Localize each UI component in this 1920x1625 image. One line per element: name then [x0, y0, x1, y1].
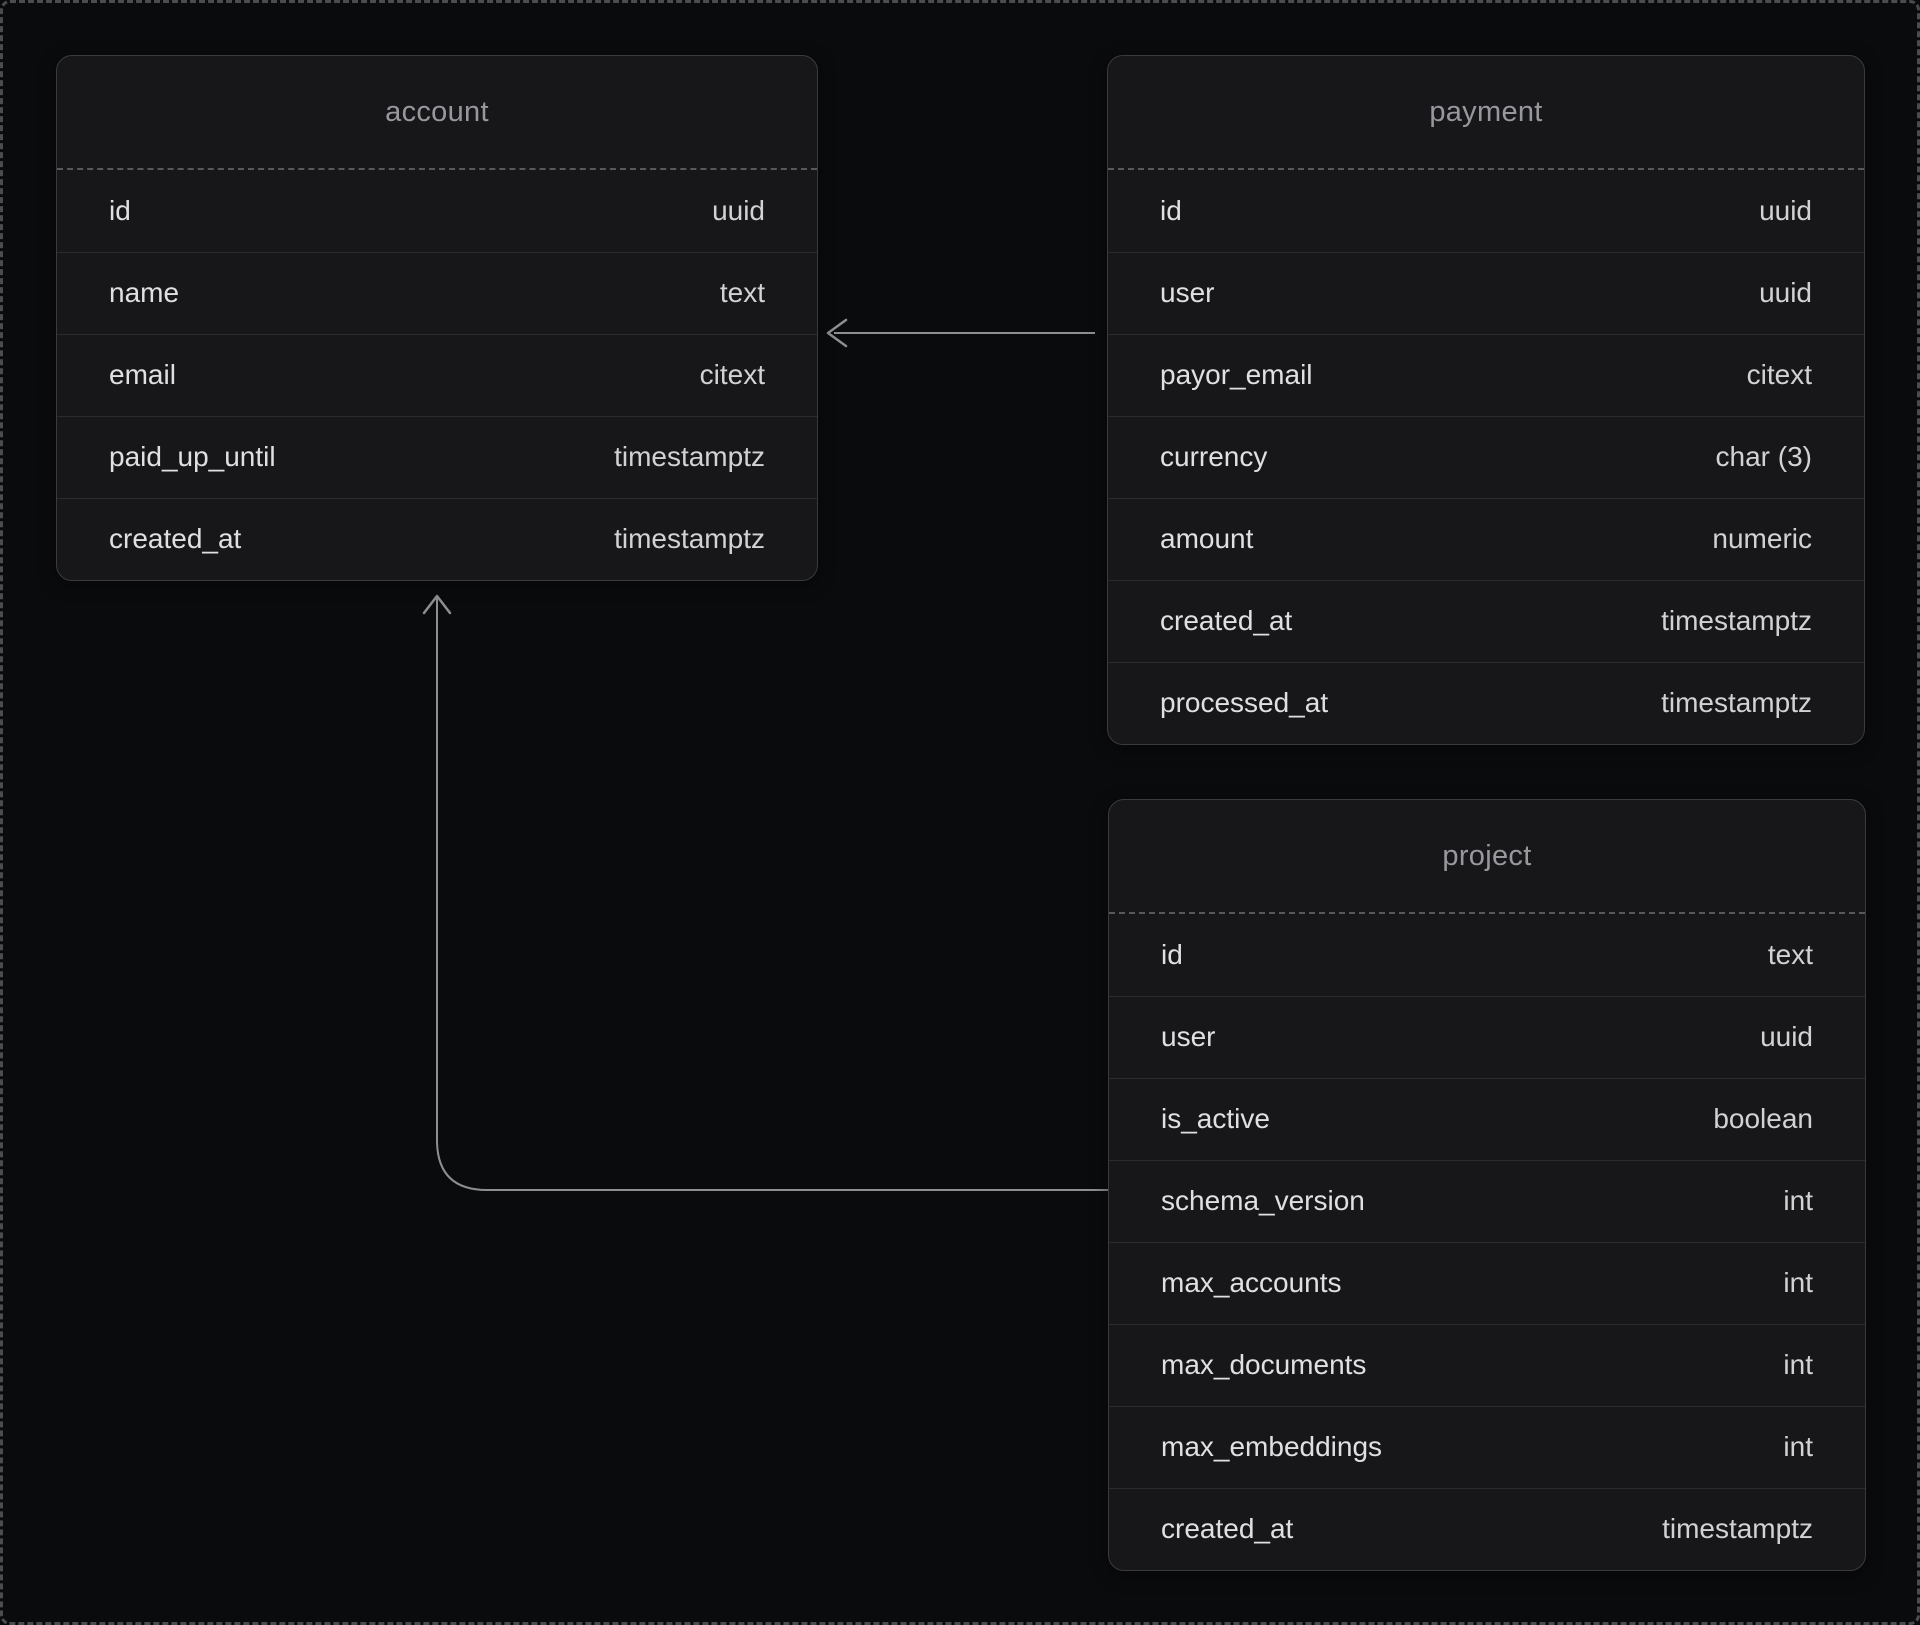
table-row: name text	[57, 252, 817, 334]
table-row: user uuid	[1108, 252, 1864, 334]
edge-payment-to-account[interactable]	[826, 318, 1095, 348]
table-row: created_at timestamptz	[1108, 580, 1864, 662]
table-row: max_accounts int	[1109, 1242, 1865, 1324]
table-project[interactable]: project id text user uuid is_active boolean sc…	[1108, 799, 1866, 1571]
column-type: char (3)	[1715, 441, 1812, 472]
table-header: project	[1109, 800, 1865, 914]
arrowhead-up-icon	[422, 594, 452, 615]
table-header: payment	[1108, 56, 1864, 170]
column-type: timestamptz	[1661, 605, 1812, 636]
table-header: account	[57, 56, 817, 170]
table-row: created_at timestamptz	[57, 498, 817, 580]
column-name: created_at	[1161, 1513, 1294, 1544]
column-type: text	[719, 277, 765, 308]
column-name: schema_version	[1161, 1185, 1365, 1216]
table-row: schema_version int	[1109, 1160, 1865, 1242]
column-type: uuid	[712, 195, 765, 226]
table-title: account	[385, 95, 489, 128]
column-name: id	[1161, 939, 1183, 970]
column-type: citext	[699, 359, 765, 390]
column-type: uuid	[1760, 1021, 1813, 1052]
column-name: max_embeddings	[1161, 1431, 1383, 1462]
table-account[interactable]: account id uuid name text email citext paid_up…	[56, 55, 818, 581]
table-row: id text	[1109, 914, 1865, 996]
column-type: text	[1767, 939, 1813, 970]
table-row: paid_up_until timestamptz	[57, 416, 817, 498]
column-type: timestamptz	[614, 523, 765, 554]
table-row: id uuid	[1108, 170, 1864, 252]
table-title: payment	[1429, 95, 1543, 128]
column-name: payor_email	[1160, 359, 1313, 390]
table-row: amount numeric	[1108, 498, 1864, 580]
column-name: id	[109, 195, 131, 226]
column-name: is_active	[1161, 1103, 1270, 1134]
table-row: payor_email citext	[1108, 334, 1864, 416]
table-payment[interactable]: payment id uuid user uuid payor_email citext c…	[1107, 55, 1865, 745]
arrowhead-left-icon	[826, 318, 848, 348]
column-name: processed_at	[1160, 687, 1329, 718]
table-row: currency char (3)	[1108, 416, 1864, 498]
column-name: paid_up_until	[109, 441, 276, 472]
column-type: int	[1783, 1267, 1813, 1298]
table-row: is_active boolean	[1109, 1078, 1865, 1160]
column-name: amount	[1160, 523, 1254, 554]
column-type: timestamptz	[614, 441, 765, 472]
column-type: int	[1783, 1349, 1813, 1380]
column-type: numeric	[1712, 523, 1812, 554]
column-name: id	[1160, 195, 1182, 226]
table-row: email citext	[57, 334, 817, 416]
column-type: int	[1783, 1431, 1813, 1462]
column-name: name	[109, 277, 180, 308]
column-type: int	[1783, 1185, 1813, 1216]
table-row: user uuid	[1109, 996, 1865, 1078]
table-rows: id text user uuid is_active boolean schema_ver…	[1109, 914, 1865, 1570]
table-row: id uuid	[57, 170, 817, 252]
column-name: user	[1160, 277, 1215, 308]
column-name: created_at	[1160, 605, 1293, 636]
column-type: boolean	[1713, 1103, 1813, 1134]
column-name: user	[1161, 1021, 1216, 1052]
table-row: max_documents int	[1109, 1324, 1865, 1406]
table-row: processed_at timestamptz	[1108, 662, 1864, 744]
column-name: max_accounts	[1161, 1267, 1342, 1298]
column-name: created_at	[109, 523, 242, 554]
column-name: currency	[1160, 441, 1268, 472]
table-title: project	[1442, 839, 1532, 872]
column-name: max_documents	[1161, 1349, 1367, 1380]
column-type: timestamptz	[1662, 1513, 1813, 1544]
column-name: email	[109, 359, 176, 390]
column-type: citext	[1746, 359, 1812, 390]
table-row: max_embeddings int	[1109, 1406, 1865, 1488]
column-type: uuid	[1759, 277, 1812, 308]
column-type: timestamptz	[1661, 687, 1812, 718]
column-type: uuid	[1759, 195, 1812, 226]
table-row: created_at timestamptz	[1109, 1488, 1865, 1570]
edge-project-to-account[interactable]	[422, 594, 1108, 1191]
